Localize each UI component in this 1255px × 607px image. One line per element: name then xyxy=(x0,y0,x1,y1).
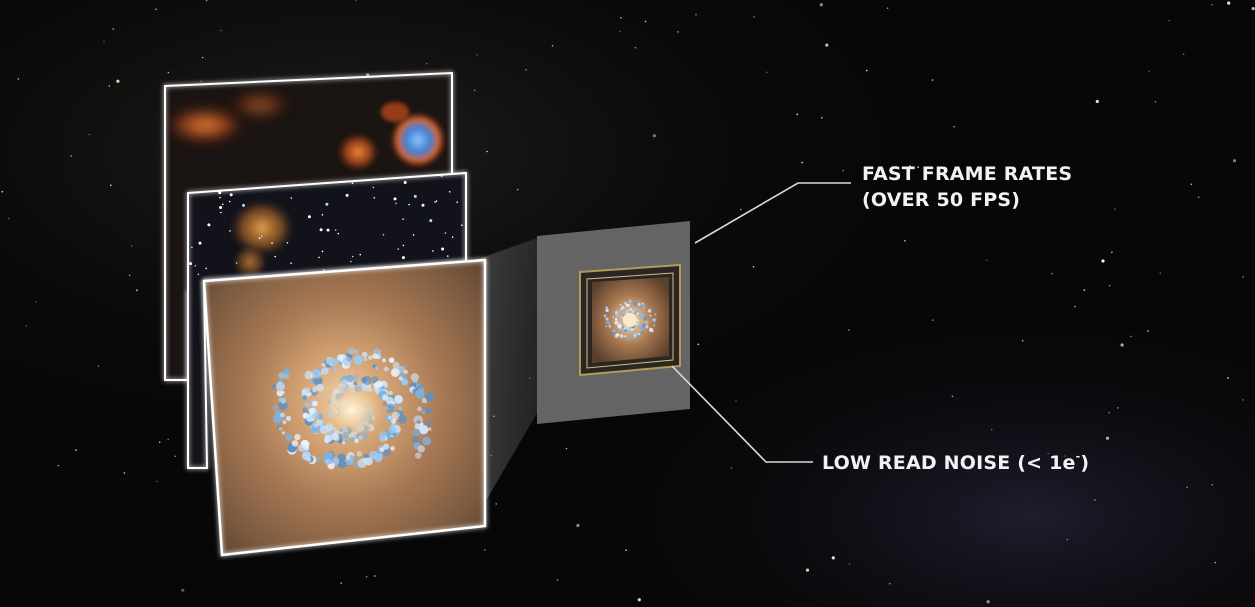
read-noise-text: LOW READ NOISE (< 1e xyxy=(822,452,1076,474)
frame-rate-callout: FAST FRAME RATES (OVER 50 FPS) xyxy=(862,161,1072,213)
read-noise-superscript: - xyxy=(1075,449,1081,463)
frame-rate-line2: (OVER 50 FPS) xyxy=(862,189,1021,211)
light-beam xyxy=(470,237,540,528)
frame-rate-line1: FAST FRAME RATES xyxy=(862,163,1073,185)
read-noise-callout: LOW READ NOISE (< 1e-) xyxy=(822,450,1089,476)
camera-sensor xyxy=(537,221,690,424)
star-cluster-frame xyxy=(187,171,467,469)
frame-rate-leader-line xyxy=(694,182,851,244)
spiral-galaxy-frame xyxy=(202,258,487,557)
read-noise-close: ) xyxy=(1080,452,1090,474)
read-noise-leader-line xyxy=(671,365,813,463)
